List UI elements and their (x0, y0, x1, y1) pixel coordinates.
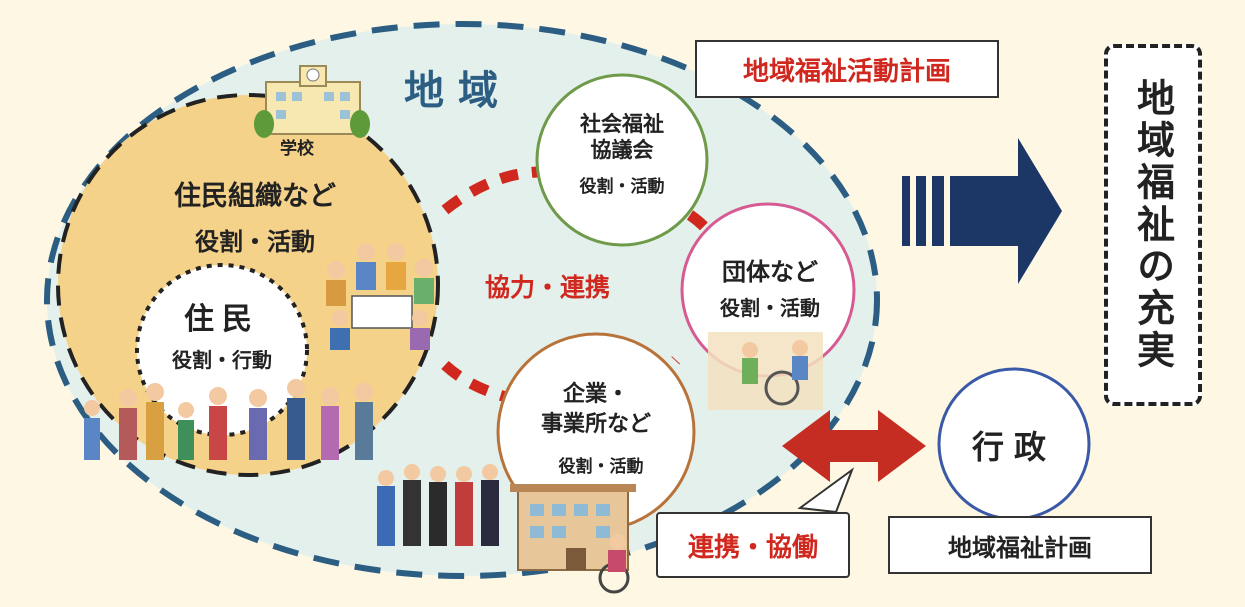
wheelchair-illustration (598, 534, 630, 594)
school-building-illustration (254, 65, 370, 138)
region-label: 地域 (404, 68, 512, 114)
council-circle (535, 73, 709, 247)
council-line1: 社会福祉 (580, 112, 664, 136)
resident-org-role: 役割・活動 (195, 228, 315, 256)
activity-plan-box: 地域福祉活動計画 (695, 40, 999, 98)
collaboration-label: 連携・協働 (687, 532, 818, 563)
resident-org-title: 住民組織など (174, 181, 336, 212)
cooperation-label: 協力・連携 (485, 273, 611, 302)
resident-role: 役割・行動 (172, 348, 272, 372)
result-arrow (902, 138, 1062, 284)
groups-role: 役割・活動 (720, 296, 820, 320)
council-role: 役割・活動 (579, 177, 665, 197)
workers-illustration (377, 464, 499, 546)
residents-group-illustration (84, 379, 373, 460)
business-role: 役割・活動 (558, 457, 644, 477)
activity-plan-label: 地域福祉活動計画 (742, 56, 951, 87)
cooperation-arc-bottom (441, 360, 512, 404)
resident-title: 住民 (184, 302, 260, 337)
groups-title: 団体など (722, 258, 818, 286)
government-label: 行政 (972, 428, 1057, 466)
bubble-pointer (797, 467, 855, 514)
groups-activity-illustration (708, 332, 823, 410)
meeting-illustration (326, 243, 434, 350)
school-label: 学校 (280, 139, 314, 159)
welfare-plan-box: 地域福祉計画 (888, 516, 1152, 574)
council-line2: 協議会 (590, 138, 654, 162)
welfare-plan-label: 地域福祉計画 (948, 533, 1092, 562)
collaboration-double-arrow (782, 410, 926, 482)
business-line1: 企業・ (562, 382, 629, 407)
collaboration-bubble: 連携・協働 (656, 512, 850, 578)
result-label: 地域福祉の充実 (1130, 78, 1175, 372)
result-box: 地域福祉の充実 (1104, 44, 1202, 406)
business-line2: 事業所など (540, 412, 651, 437)
